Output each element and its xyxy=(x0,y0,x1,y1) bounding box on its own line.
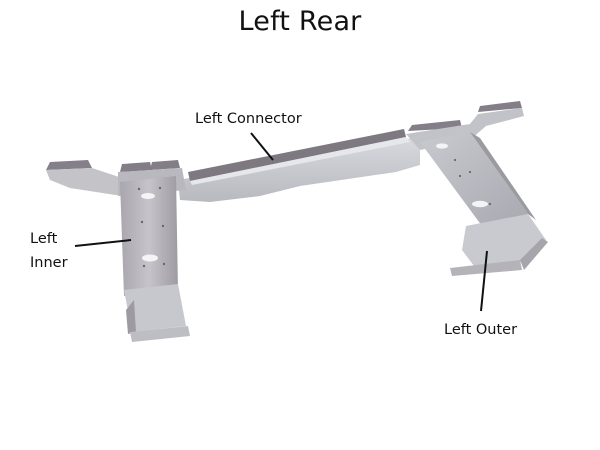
left-inner-label-line1: Left xyxy=(30,231,58,247)
left-connector-label: Left Connector xyxy=(195,111,302,127)
left-connector-part xyxy=(178,129,420,202)
left-inner-part xyxy=(46,160,190,342)
left-inner-label-line2: Inner xyxy=(30,255,68,271)
diagram-title: Left Rear xyxy=(238,6,362,37)
left-outer-part xyxy=(406,101,548,276)
left-outer-label: Left Outer xyxy=(444,322,518,338)
